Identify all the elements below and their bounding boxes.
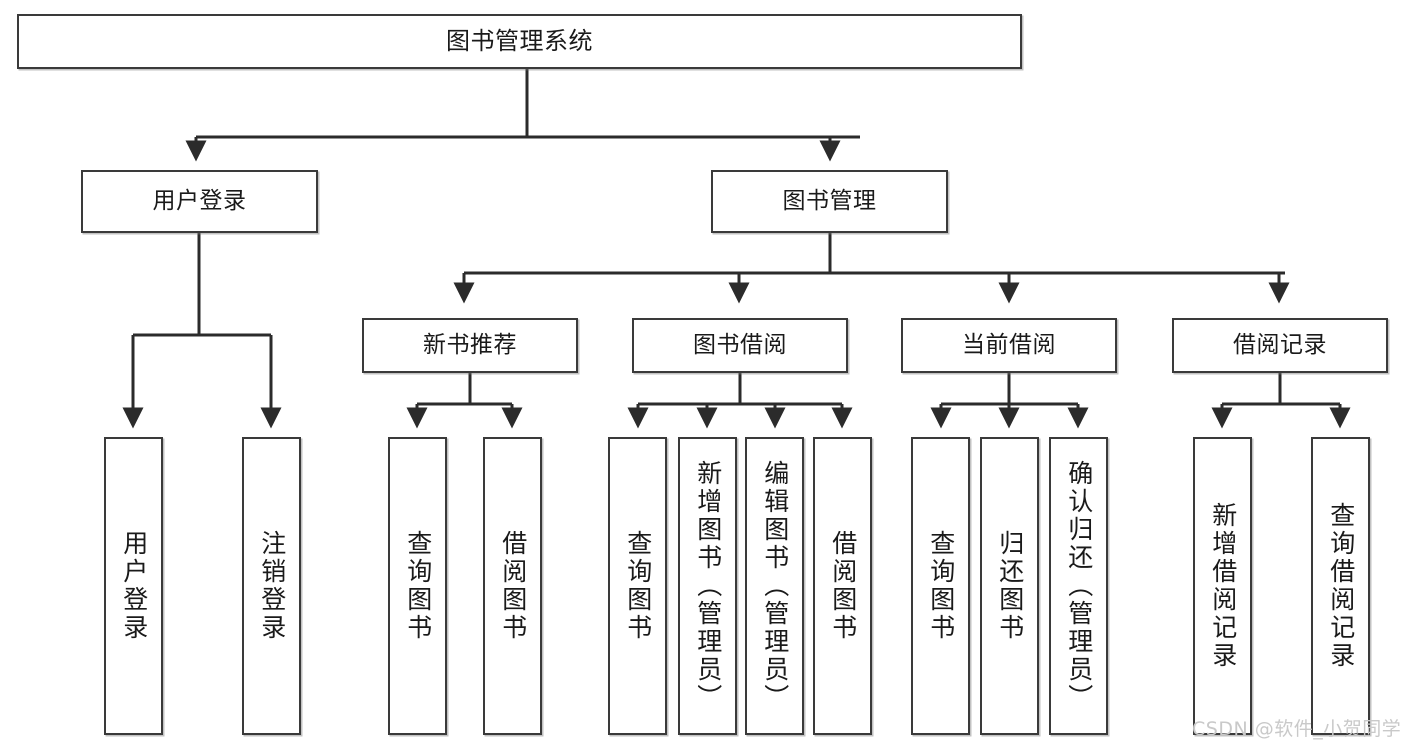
node-label: 用户登录 xyxy=(152,187,247,214)
node-label: 查询图书 xyxy=(623,530,653,642)
node-label: 新书推荐 xyxy=(423,331,517,358)
node-user-login[interactable]: 用户登录 xyxy=(81,170,318,233)
leaf-query-book-current[interactable]: 查询图书 xyxy=(911,437,970,735)
node-label: 借阅图书 xyxy=(498,530,528,642)
node-root-book-management-system[interactable]: 图书管理系统 xyxy=(17,14,1022,69)
node-label: 图书管理 xyxy=(782,187,877,214)
node-label: 图书借阅 xyxy=(693,331,787,358)
leaf-query-borrow-record[interactable]: 查询借阅记录 xyxy=(1311,437,1370,735)
leaf-logout-login[interactable]: 注销登录 xyxy=(242,437,301,735)
node-label: 编辑图书（管理员） xyxy=(760,460,790,712)
leaf-borrow-book-recommend[interactable]: 借阅图书 xyxy=(483,437,542,735)
node-label: 借阅图书 xyxy=(828,530,858,642)
leaf-confirm-return-admin[interactable]: 确认归还（管理员） xyxy=(1049,437,1108,735)
node-label: 当前借阅 xyxy=(962,331,1056,358)
node-label: 确认归还（管理员） xyxy=(1064,460,1094,712)
node-label: 查询借阅记录 xyxy=(1326,502,1356,670)
node-book-borrow[interactable]: 图书借阅 xyxy=(632,318,848,373)
leaf-query-book-borrow[interactable]: 查询图书 xyxy=(608,437,667,735)
node-label: 新增借阅记录 xyxy=(1208,502,1238,670)
node-label: 查询图书 xyxy=(403,530,433,642)
node-label: 新增图书（管理员） xyxy=(693,460,723,712)
watermark-text: CSDN @软件_小贺同学 xyxy=(1192,718,1402,740)
node-label: 借阅记录 xyxy=(1233,331,1327,358)
leaf-query-book-recommend[interactable]: 查询图书 xyxy=(388,437,447,735)
node-label: 查询图书 xyxy=(926,530,956,642)
node-label: 归还图书 xyxy=(995,530,1025,642)
leaf-borrow-book[interactable]: 借阅图书 xyxy=(813,437,872,735)
leaf-user-login[interactable]: 用户登录 xyxy=(104,437,163,735)
node-borrow-record[interactable]: 借阅记录 xyxy=(1172,318,1388,373)
leaf-return-book[interactable]: 归还图书 xyxy=(980,437,1039,735)
leaf-add-book-admin[interactable]: 新增图书（管理员） xyxy=(678,437,737,735)
node-current-borrow[interactable]: 当前借阅 xyxy=(901,318,1117,373)
node-book-manage[interactable]: 图书管理 xyxy=(711,170,948,233)
node-label: 用户登录 xyxy=(119,530,149,642)
node-label: 注销登录 xyxy=(257,530,287,642)
node-new-book-recommend[interactable]: 新书推荐 xyxy=(362,318,578,373)
leaf-edit-book-admin[interactable]: 编辑图书（管理员） xyxy=(745,437,804,735)
leaf-add-borrow-record[interactable]: 新增借阅记录 xyxy=(1193,437,1252,735)
node-label: 图书管理系统 xyxy=(446,27,593,56)
